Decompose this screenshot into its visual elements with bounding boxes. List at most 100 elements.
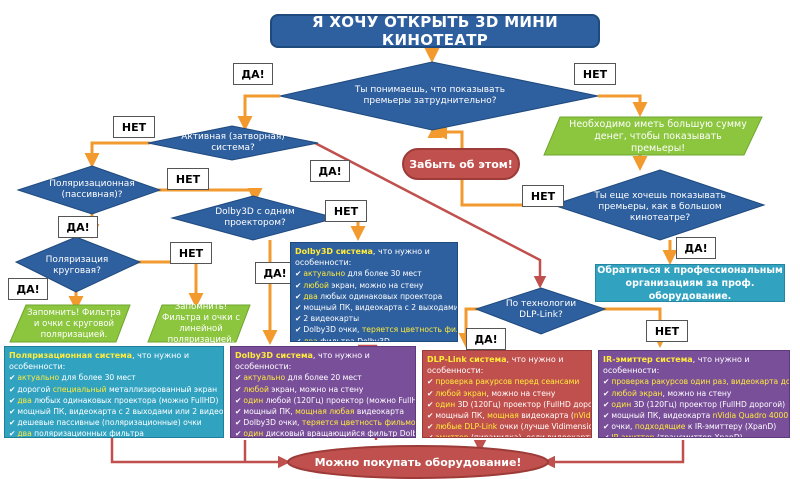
diamond-premieres xyxy=(279,61,599,131)
bullet-check-icon: ✔ xyxy=(427,388,434,398)
question-dolby: Dolby3D с одним проектором? xyxy=(215,207,295,228)
box-heading: Dolby3D система, что нужно и особенности… xyxy=(295,247,430,268)
box-line: ✔актуально для более 30 мест xyxy=(295,269,422,279)
question-premieres: Ты понимаешь, что показывать премьеры за… xyxy=(354,85,506,106)
arrow-circular-linear xyxy=(136,260,204,308)
bullet-check-icon: ✔ xyxy=(295,291,302,301)
box-line: ✔два любых одинаковых проектора xyxy=(295,291,443,301)
bullet-check-icon: ✔ xyxy=(9,418,16,428)
answer-yes-still: ДА! xyxy=(676,237,716,259)
diamond-still xyxy=(551,169,766,241)
answer-yes-dolby: ДА! xyxy=(255,262,295,284)
box-line: ✔IR-эмиттер (трансмиттер XpanD) xyxy=(603,432,785,438)
arrow-polar-buy xyxy=(110,435,291,469)
bullet-check-icon: ✔ xyxy=(427,433,434,438)
box-polar-system: Поляризационная система, что нужно и осо… xyxy=(4,346,224,438)
box-dolby-one: Dolby3D система, что нужно и особенности… xyxy=(230,346,416,438)
box-dlp-system: DLP-Link система, что нужно и особенност… xyxy=(422,350,592,438)
bullet-check-icon: ✔ xyxy=(235,407,242,417)
box-line: ✔любой экран, можно на стену xyxy=(235,384,364,394)
bullet-check-icon: ✔ xyxy=(295,336,302,342)
box-line: ✔мощный ПК, мощная видеокарта (nVidia) xyxy=(427,411,591,421)
box-line: ✔мощный ПК, видеокарта nVidia Quadro 400… xyxy=(603,411,789,421)
box-line: ✔один 3D (120Гц) проектор (FullHD дорого… xyxy=(603,399,786,409)
arrow-premieres-active xyxy=(237,94,280,131)
diamond-dlp xyxy=(474,287,607,335)
box-line: ✔один 3D (120Гц) проектор (FullHD дорого… xyxy=(427,399,592,409)
bullet-check-icon: ✔ xyxy=(235,384,242,394)
note-money: Необходимо иметь большую сумму денег, чт… xyxy=(569,119,747,154)
box-line: ✔мощный ПК, мощная любая видеокарта xyxy=(235,407,404,417)
box-line: ✔любые DLP-Link очки (лучше Vidimensio) xyxy=(427,422,592,432)
diamond-active xyxy=(147,125,319,161)
box-dolby-two: Dolby3D система, что нужно и особенности… xyxy=(290,242,458,342)
ellipse-can-buy xyxy=(287,445,549,479)
bullet-check-icon: ✔ xyxy=(295,269,302,279)
shape-remember-circular xyxy=(9,304,131,343)
bullet-check-icon: ✔ xyxy=(9,395,16,405)
box-heading: Dolby3D система, что нужно и особенности… xyxy=(235,351,370,372)
box-line: ✔один дисковый вращающийся фильтр Dolby3… xyxy=(235,429,416,438)
box-heading: DLP-Link система, что нужно и особенност… xyxy=(427,355,564,376)
answer-no-still: НЕТ xyxy=(522,185,564,207)
bullet-check-icon: ✔ xyxy=(603,377,610,387)
box-line: ✔проверка ракурсов один раз, видеокарта … xyxy=(603,377,789,387)
arrow-premieres-money xyxy=(598,94,648,117)
note-remember-circular: Запомнить! Фильтра и очки с круговой пол… xyxy=(27,307,121,340)
shape-remember-linear xyxy=(147,304,251,343)
bullet-check-icon: ✔ xyxy=(295,325,302,335)
diamond-dolby xyxy=(170,195,338,241)
bullet-check-icon: ✔ xyxy=(235,429,242,438)
box-line: ✔дешевые пассивные (поляризационные) очк… xyxy=(9,418,202,428)
bullet-check-icon: ✔ xyxy=(427,411,434,421)
bullet-check-icon: ✔ xyxy=(603,422,610,432)
box-line: ✔Dolby3D очки, теряется цветность фильмо… xyxy=(235,418,416,428)
answer-no-active: НЕТ xyxy=(113,116,155,138)
box-line: ✔очки, подходящие к IR-эмиттеру (XpanD) xyxy=(603,422,777,432)
bullet-check-icon: ✔ xyxy=(295,314,302,324)
bullet-check-icon: ✔ xyxy=(603,388,610,398)
diamond-circular xyxy=(14,236,142,293)
arrow-ir-buy xyxy=(542,440,685,469)
box-line: ✔два фильтра Dolby3D xyxy=(295,336,453,342)
bullet-check-icon: ✔ xyxy=(235,373,242,383)
answer-yes-dlp: ДА! xyxy=(466,328,506,350)
diamond-polar xyxy=(16,165,162,215)
answer-no-dolby: НЕТ xyxy=(325,200,367,222)
bullet-check-icon: ✔ xyxy=(603,411,610,421)
box-ir-system: IR-эмиттер система, что нужно и особенно… xyxy=(598,350,790,438)
bullet-check-icon: ✔ xyxy=(235,395,242,405)
box-line: ✔мощный ПК, видеокарта с 2 выходами или … xyxy=(9,407,224,417)
box-line: ✔любой экран, можно на стену xyxy=(603,388,732,398)
bullet-check-icon: ✔ xyxy=(427,377,434,387)
bullet-check-icon: ✔ xyxy=(603,433,610,438)
box-line: ✔мощный ПК, видеокарта с 2 выходами или xyxy=(295,303,458,313)
answer-no-premieres: НЕТ xyxy=(574,63,616,85)
answer-yes-circular: ДА! xyxy=(8,278,48,300)
red-arrows xyxy=(110,141,685,469)
answer-yes-polar: ДА! xyxy=(58,216,98,238)
box-line: ✔эмиттер (пирамидка), если видеокарта nV… xyxy=(427,432,591,438)
arrow-polar-dolby xyxy=(155,188,263,203)
bullet-check-icon: ✔ xyxy=(9,429,16,438)
box-heading: Поляризационная система, что нужно и осо… xyxy=(9,351,190,372)
answer-no-polar: НЕТ xyxy=(167,168,209,190)
note-remember-linear: Запомнить! Фильтра и очки с линейной пол… xyxy=(161,302,241,345)
can-buy-node: Можно покупать оборудование! xyxy=(314,455,522,469)
box-line: ✔два поляризационных фильтра xyxy=(9,429,144,438)
box-line: ✔актуально для более 30 мест xyxy=(9,373,136,383)
box-heading: IR-эмиттер система, что нужно и особенно… xyxy=(603,355,750,376)
page-title: Я ХОЧУ ОТКРЫТЬ 3D МИНИ КИНОТЕАТР xyxy=(270,13,600,49)
arrow-active-dlp xyxy=(314,141,547,289)
bullet-check-icon: ✔ xyxy=(295,303,302,313)
pro-org-node: Обратиться к профессиональным организаци… xyxy=(595,264,785,302)
box-line: ✔2 видеокарты xyxy=(295,314,360,324)
answer-yes-active: ДА! xyxy=(310,160,350,182)
arrow-active-polar xyxy=(84,141,150,168)
question-active: Активная (затворная) система? xyxy=(181,132,285,153)
shape-money xyxy=(543,116,763,156)
question-circular: Поляризация круговая? xyxy=(45,255,109,276)
box-line: ✔любой экран, можно на стену xyxy=(295,280,424,290)
bullet-check-icon: ✔ xyxy=(235,418,242,428)
